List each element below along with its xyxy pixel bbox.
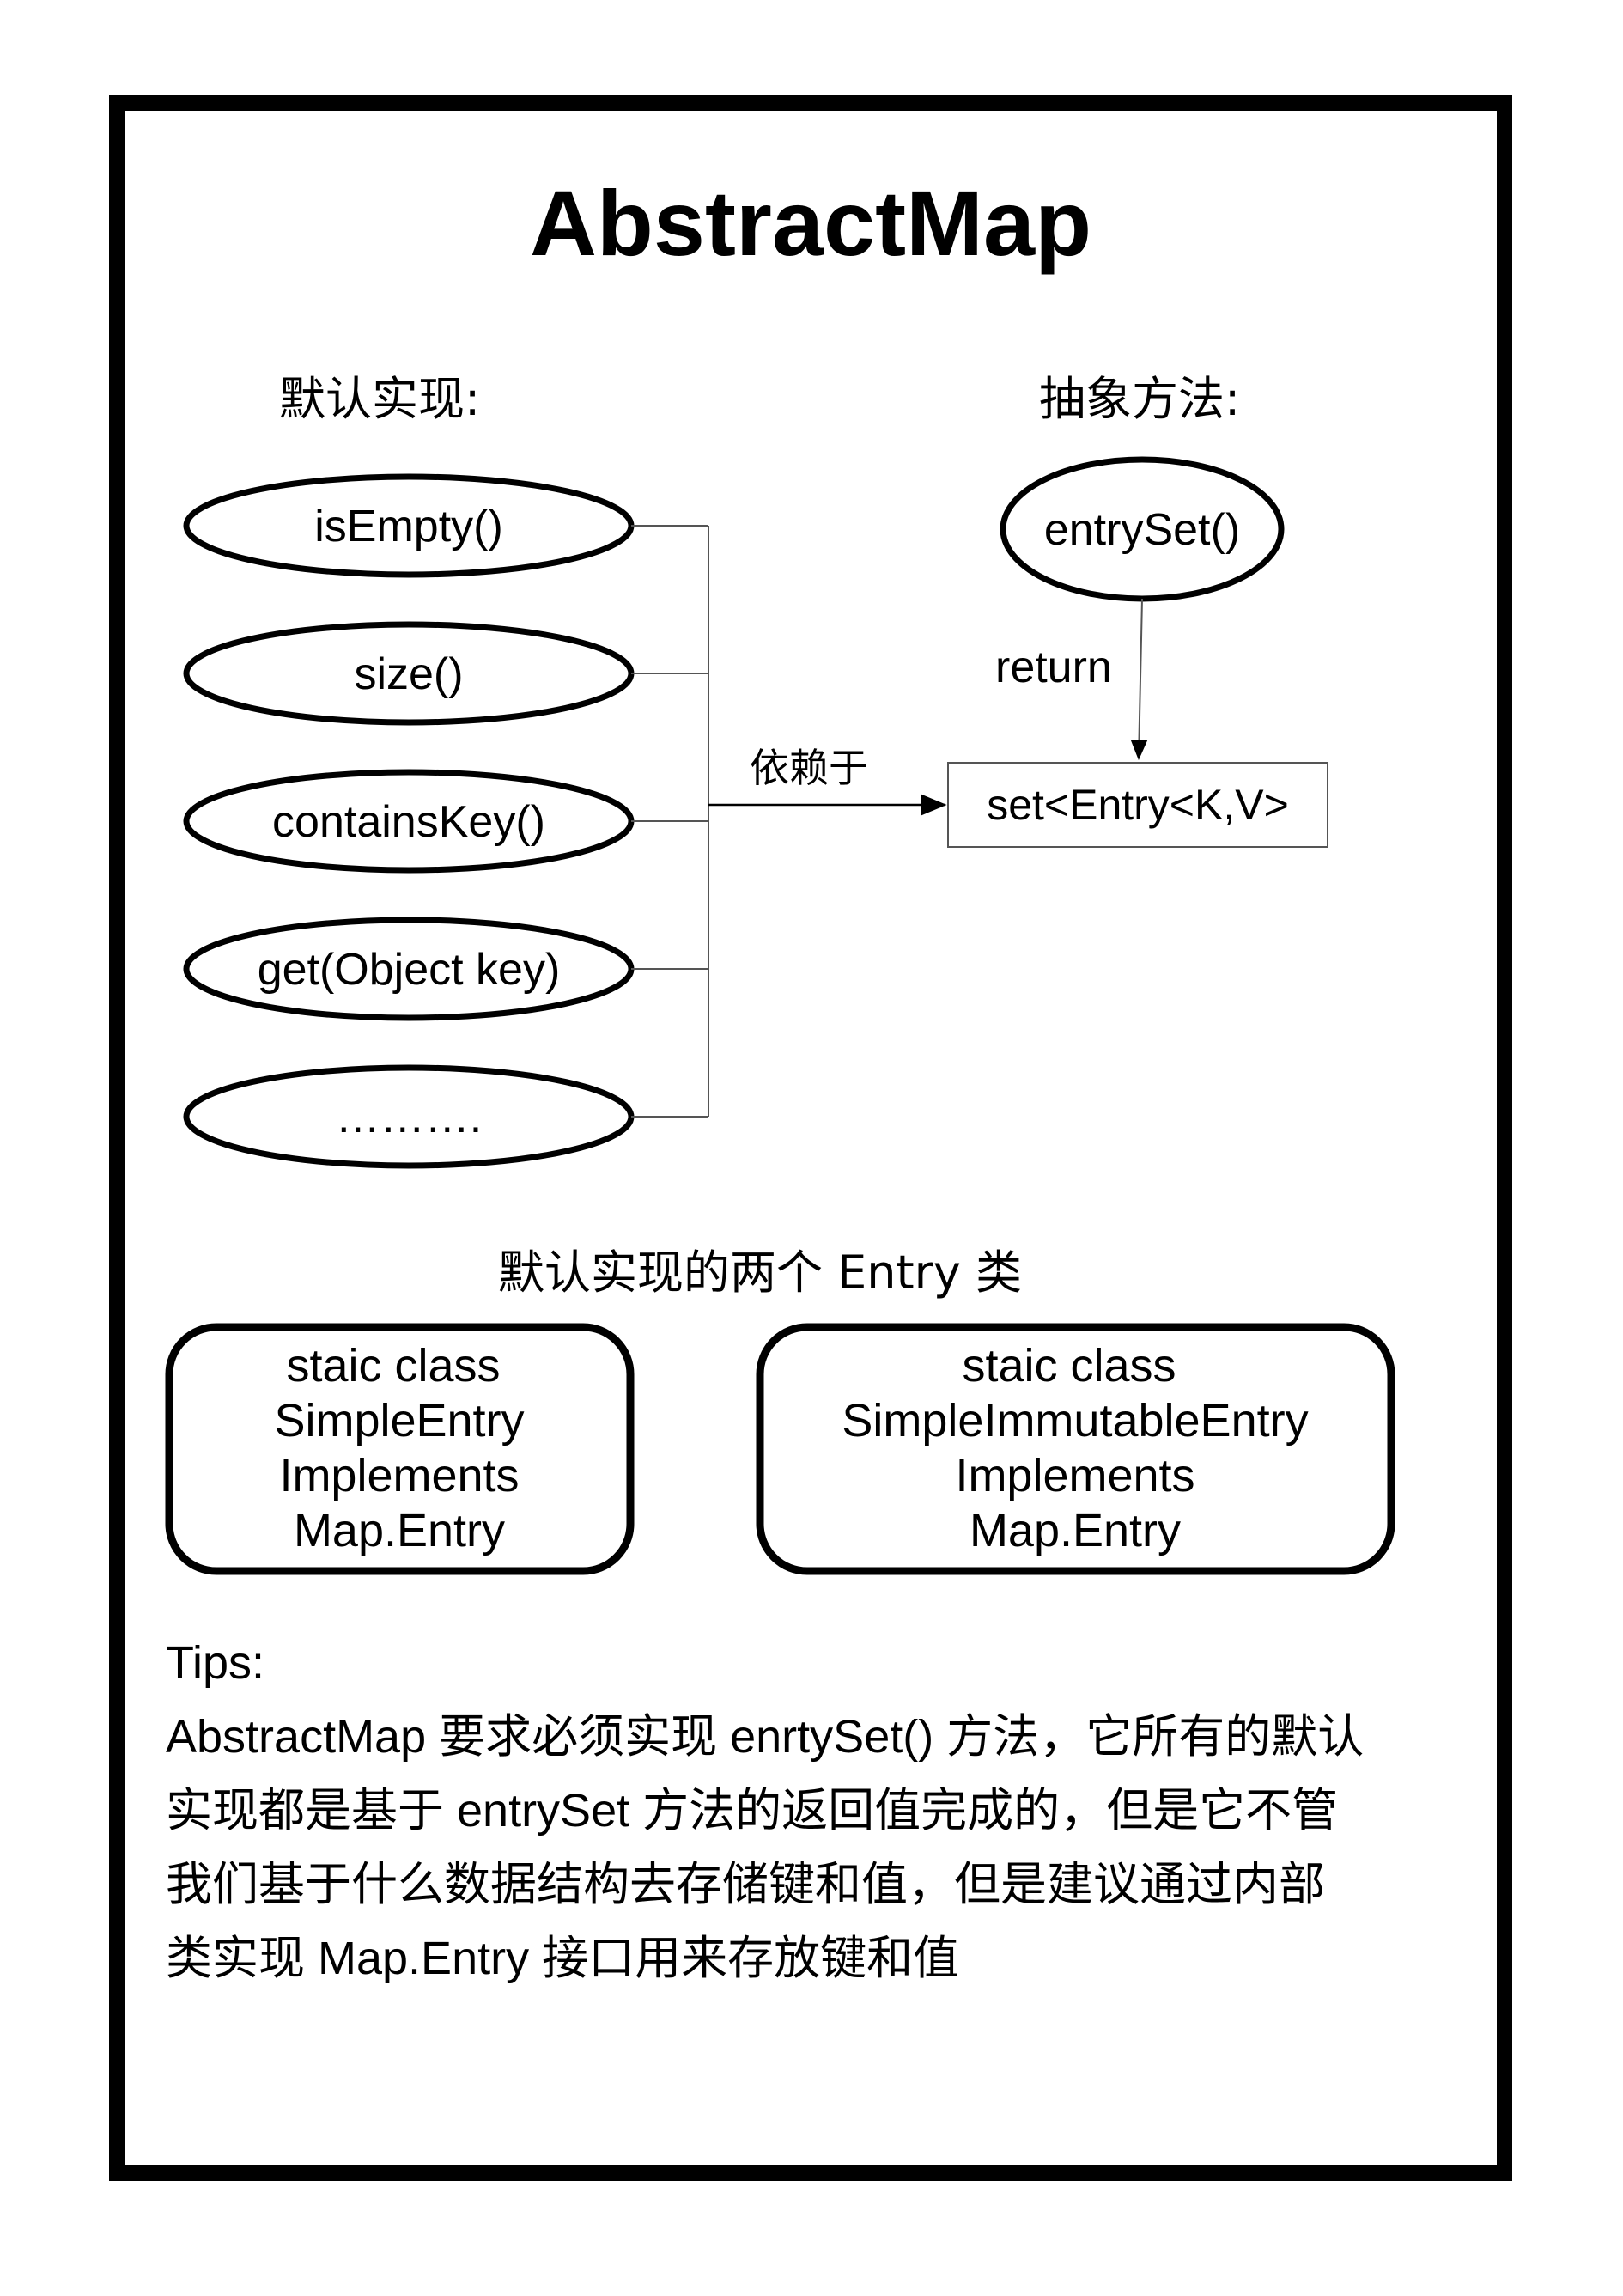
abstract-method-entryset: entrySet() xyxy=(1000,456,1285,602)
abstract-method-heading: 抽象方法: xyxy=(1039,372,1240,426)
class-line: SimpleEntry xyxy=(274,1395,524,1446)
return-type-label: set<Entry<K,V> xyxy=(987,781,1289,829)
tips-line: AbstractMap 要求必须实现 enrtySet() 方法，它所有的默认 xyxy=(166,1711,1365,1763)
default-method-containskey: containsKey() xyxy=(183,769,635,874)
class-line: SimpleImmutableEntry xyxy=(842,1395,1308,1446)
entry-class-simple-entry: staic class SimpleEntry Implements Map.E… xyxy=(165,1323,635,1575)
default-method-isempty: isEmpty() xyxy=(183,473,635,578)
return-arrow xyxy=(1130,598,1148,760)
method-label: containsKey() xyxy=(272,797,545,847)
tips-line: 我们基于什么数据结构去存储键和值，但是建议通过内部 xyxy=(166,1859,1325,1910)
method-label: get(Object key) xyxy=(258,945,561,995)
outer-frame xyxy=(109,95,1512,2181)
depends-label: 依赖于 xyxy=(750,745,868,791)
method-label: entrySet() xyxy=(1044,505,1240,555)
default-impl-heading: 默认实现: xyxy=(279,372,480,426)
class-line: Implements xyxy=(279,1450,519,1501)
method-label: size() xyxy=(354,649,463,699)
default-method-size: size() xyxy=(183,621,635,726)
tips-label: Tips: xyxy=(166,1637,265,1689)
tips-line: 实现都是基于 entrySet 方法的返回值完成的，但是它不管 xyxy=(166,1785,1339,1836)
default-method-more: ………. xyxy=(183,1064,635,1169)
class-line: staic class xyxy=(962,1340,1176,1392)
class-line: staic class xyxy=(286,1340,500,1392)
tips-line: 类实现 Map.Entry 接口用来存放键和值 xyxy=(166,1933,960,1984)
entry-classes-heading: 默认实现的两个 Entry 类 xyxy=(498,1245,1022,1300)
method-label: isEmpty() xyxy=(314,502,503,551)
diagram-title: AbstractMap xyxy=(530,171,1091,275)
dependency-connectors xyxy=(631,525,709,1118)
class-line: Implements xyxy=(955,1450,1194,1501)
default-method-get: get(Object key) xyxy=(183,917,635,1021)
class-line: Map.Entry xyxy=(294,1505,505,1556)
entry-class-simple-immutable-entry: staic class SimpleImmutableEntry Impleme… xyxy=(756,1323,1395,1575)
method-label: ………. xyxy=(336,1093,482,1142)
tips-block: Tips: AbstractMap 要求必须实现 enrtySet() 方法，它… xyxy=(166,1626,1462,1995)
class-line: Map.Entry xyxy=(970,1505,1181,1556)
return-type-box: set<Entry<K,V> xyxy=(947,762,1328,848)
return-label: return xyxy=(995,643,1112,692)
